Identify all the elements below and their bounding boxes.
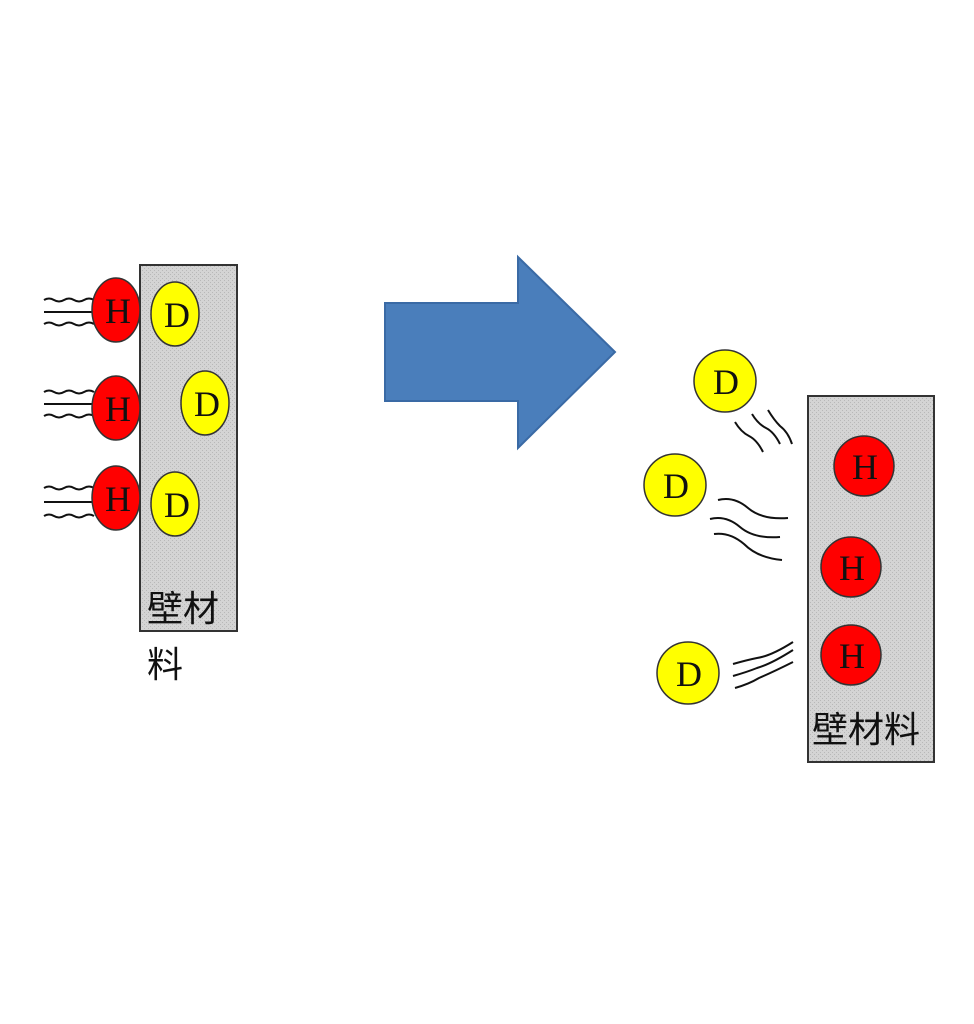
h-atom: H bbox=[91, 465, 141, 531]
d-atom: D bbox=[180, 370, 230, 436]
h-atom-label: H bbox=[852, 447, 878, 487]
h-atom: H bbox=[820, 536, 882, 598]
left-motion-lines bbox=[43, 297, 95, 519]
h-atom: H bbox=[91, 375, 141, 441]
motion-line bbox=[43, 297, 95, 303]
d-atom-label: D bbox=[676, 654, 702, 694]
right-wall-label: 壁材料 bbox=[812, 710, 920, 750]
motion-line bbox=[43, 321, 95, 327]
motion-line bbox=[767, 409, 793, 445]
d-atom-label: D bbox=[663, 466, 689, 506]
d-atom: D bbox=[643, 453, 707, 517]
d-atom-label: D bbox=[194, 384, 220, 424]
motion-line bbox=[709, 517, 781, 539]
d-atom-label: D bbox=[164, 485, 190, 525]
motion-line bbox=[732, 649, 794, 677]
left-wall-label: 壁材 bbox=[147, 589, 219, 629]
h-atom-label: H bbox=[105, 389, 131, 429]
motion-line bbox=[43, 389, 95, 395]
motion-line bbox=[43, 413, 95, 419]
right-block-arrow-icon bbox=[384, 254, 617, 451]
h-atom-label: H bbox=[839, 548, 865, 588]
h-atom: H bbox=[91, 277, 141, 343]
right-motion-lines bbox=[709, 409, 794, 689]
motion-line bbox=[732, 641, 794, 665]
motion-line bbox=[713, 532, 783, 561]
right-panel: 壁材料 H H H D D D bbox=[643, 349, 935, 763]
d-atom: D bbox=[150, 471, 200, 537]
motion-line bbox=[751, 413, 781, 445]
d-atom: D bbox=[150, 281, 200, 347]
motion-line bbox=[734, 421, 764, 453]
d-atom: D bbox=[656, 641, 720, 705]
left-wall-label-continued: 料 bbox=[147, 645, 183, 685]
d-atom-label: D bbox=[164, 295, 190, 335]
h-atom-label: H bbox=[105, 479, 131, 519]
d-atom: D bbox=[693, 349, 757, 413]
motion-line bbox=[43, 485, 95, 491]
d-atom-label: D bbox=[713, 362, 739, 402]
motion-line bbox=[43, 513, 95, 519]
h-atom: H bbox=[833, 435, 895, 497]
h-atom-label: H bbox=[839, 636, 865, 676]
left-panel: 壁材 料 H H H D D D bbox=[43, 264, 238, 685]
h-atom: H bbox=[820, 624, 882, 686]
motion-line bbox=[717, 498, 789, 520]
motion-line bbox=[734, 661, 794, 689]
h-atom-label: H bbox=[105, 291, 131, 331]
